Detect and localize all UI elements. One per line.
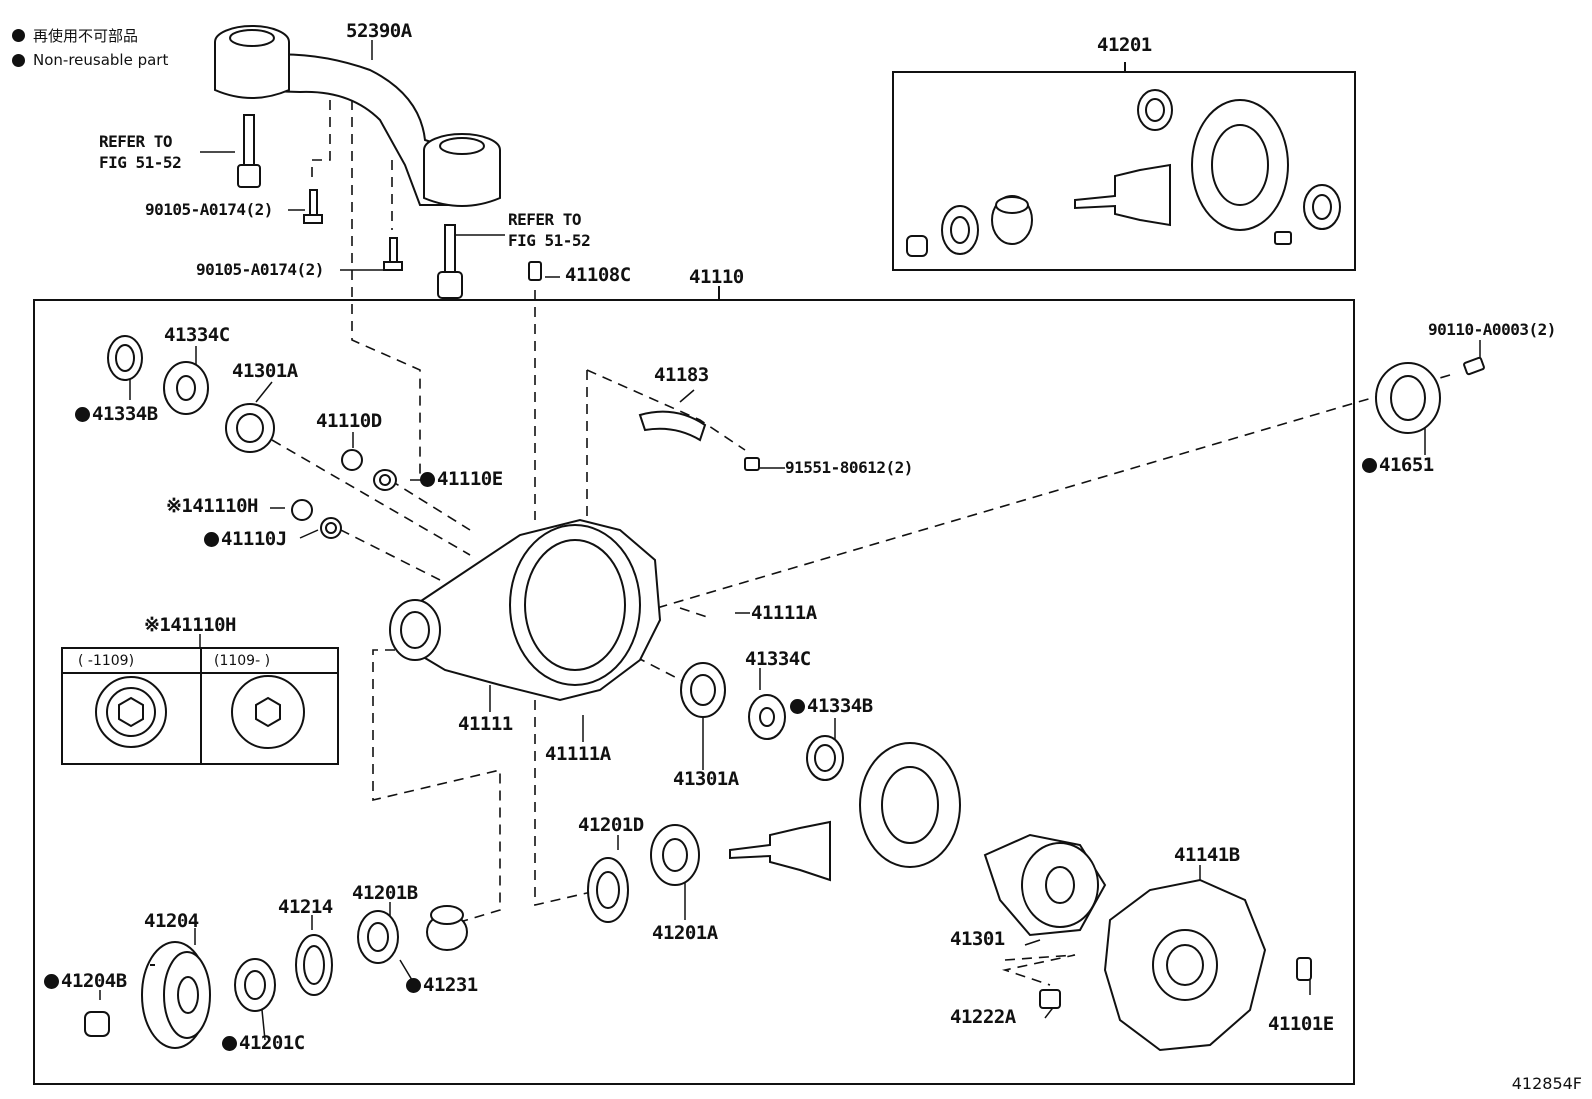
part-label-41111A-a: 41111A (751, 602, 817, 624)
part-label-41301: 41301 (950, 928, 1005, 950)
part-label-41201D: 41201D (578, 814, 644, 836)
inset-header-right: (1109- ) (214, 653, 271, 669)
legend-japanese-text: 再使用不可部品 (33, 27, 139, 45)
main-assembly-frame (33, 299, 1355, 1085)
companion-flange (141, 941, 211, 1049)
differential-carrier (389, 518, 662, 702)
part-label-41110H-inset: ※141110H (144, 614, 237, 636)
part-label-41110E: 41110E (420, 470, 503, 489)
part-label-90105-b: 90105-A0174(2) (196, 260, 324, 279)
part-label-41201C: 41201C (222, 1034, 305, 1053)
non-reusable-dot-icon (12, 29, 25, 42)
part-label-41201A: 41201A (652, 922, 718, 944)
part-label-90105-a: 90105-A0174(2) (145, 200, 273, 219)
legend-japanese: 再使用不可部品 (12, 25, 138, 46)
ring-gear (859, 99, 1289, 868)
part-label-90110: 90110-A0003(2) (1428, 320, 1556, 339)
part-label-41141B: 41141B (1174, 844, 1240, 866)
seals-and-bearings (107, 89, 1441, 1012)
part-label-41651: 41651 (1362, 456, 1434, 475)
differential-case (983, 833, 1107, 937)
inset-header-left: ( -1109) (78, 653, 135, 669)
part-label-41204: 41204 (144, 910, 199, 932)
part-label-41110H: ※141110H (166, 495, 259, 517)
part-label-41201B: 41201B (352, 882, 418, 904)
legend-english-text: Non-reusable part (33, 51, 169, 69)
rear-cover (1103, 878, 1267, 1052)
part-label-41204B: 41204B (44, 972, 127, 991)
part-label-41301A-b: 41301A (673, 768, 739, 790)
part-label-52390A: 52390A (346, 20, 412, 42)
drive-pinion (729, 163, 1171, 882)
part-label-41110D: 41110D (316, 410, 382, 432)
part-label-41231: 41231 (406, 976, 478, 995)
legend-english: Non-reusable part (12, 51, 168, 69)
diagram-reference-number: 412854F (1511, 1074, 1582, 1093)
part-label-41334B-a: 41334B (75, 405, 158, 424)
part-label-41111: 41111 (458, 713, 513, 735)
cover-plate (638, 410, 707, 442)
part-label-41183: 41183 (654, 364, 709, 386)
refer-to-label-1: REFER TO (99, 132, 173, 151)
part-label-41201-kit: 41201 (1097, 34, 1152, 56)
part-label-41110J: 41110J (204, 530, 287, 549)
part-label-41214: 41214 (278, 896, 333, 918)
part-label-41110: 41110 (689, 266, 744, 288)
part-label-91551: 91551-80612(2) (785, 458, 913, 477)
part-label-41222A: 41222A (950, 1006, 1016, 1028)
drain-plug-inset (95, 675, 305, 749)
part-label-41101E: 41101E (1268, 1013, 1334, 1035)
part-label-41334B-b: 41334B (790, 697, 873, 716)
refer-fig-label-1: FIG 51-52 (99, 153, 182, 172)
part-label-41108C: 41108C (565, 264, 631, 286)
refer-fig-label-2: FIG 51-52 (508, 231, 591, 250)
fasteners (84, 114, 1485, 1037)
non-reusable-dot-icon (12, 53, 25, 67)
part-label-41334C-b: 41334C (745, 648, 811, 670)
refer-to-label-2: REFER TO (508, 210, 582, 229)
member-bracket (214, 25, 501, 207)
part-label-41334C-a: 41334C (164, 324, 230, 346)
part-label-41301A-a: 41301A (232, 360, 298, 382)
part-label-41111A-b: 41111A (545, 743, 611, 765)
